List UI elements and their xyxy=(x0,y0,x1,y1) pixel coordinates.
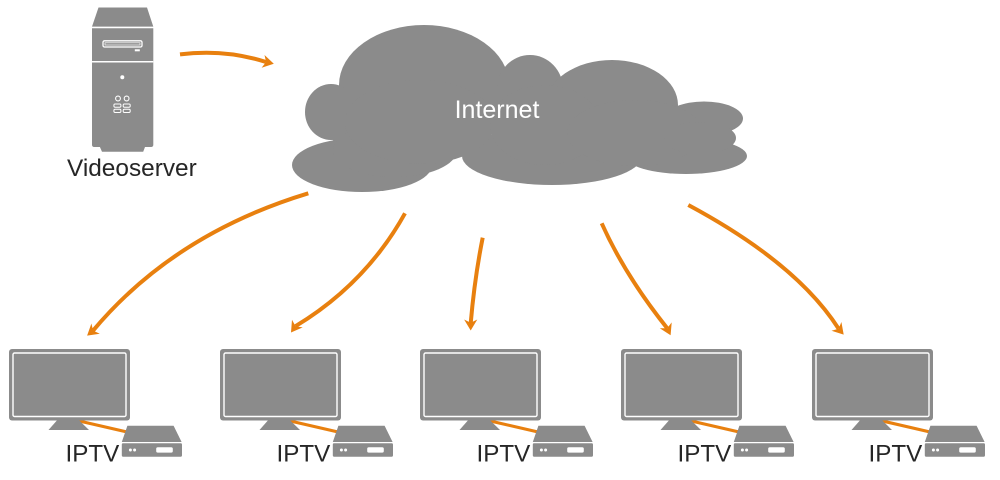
svg-text:Videoserver: Videoserver xyxy=(67,155,197,182)
svg-text:Internet: Internet xyxy=(455,96,540,124)
